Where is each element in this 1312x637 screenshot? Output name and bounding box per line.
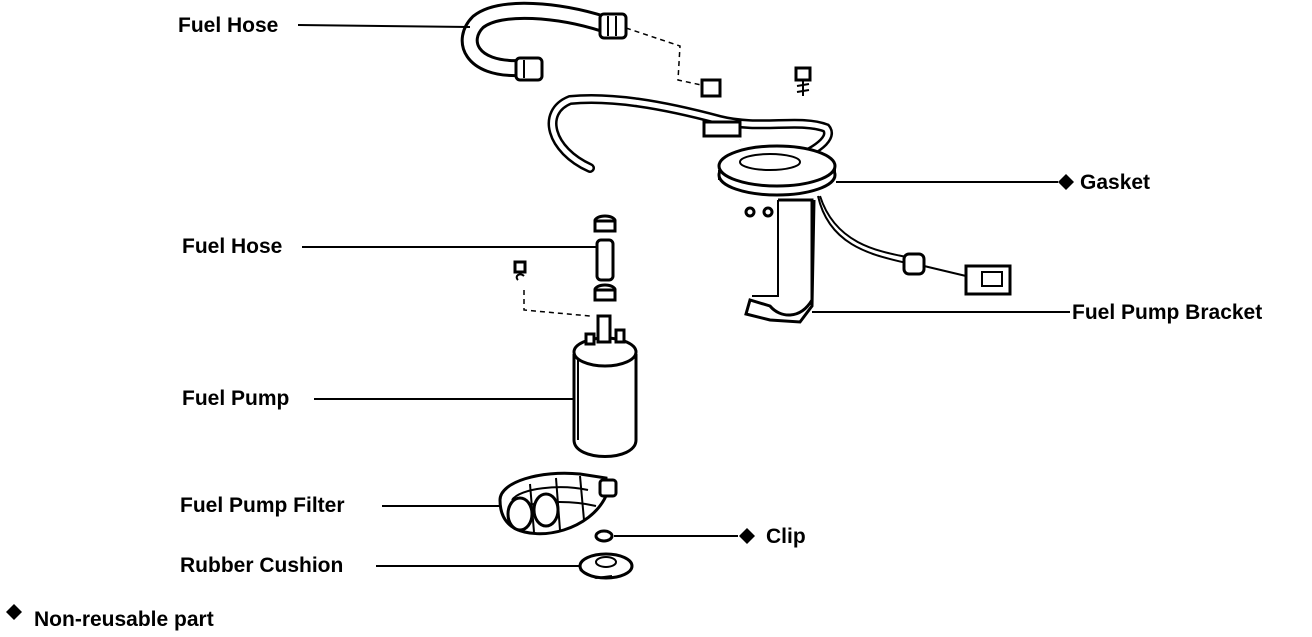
upper-fuel-hose-illustration (460, 1, 707, 87)
rubber-cushion-illustration (578, 552, 634, 580)
leader-lines (297, 24, 1070, 567)
label-fuel-hose-top: Fuel Hose (178, 14, 278, 37)
diamond-icon (6, 604, 22, 620)
label-fuel-pump-bracket: Fuel Pump Bracket (1072, 301, 1262, 324)
label-gasket: Gasket (1080, 171, 1150, 194)
legend: Non-reusable part (6, 604, 214, 631)
clip-illustration (594, 529, 614, 543)
label-fuel-pump-filter: Fuel Pump Filter (180, 494, 345, 517)
label-clip: Clip (766, 525, 806, 548)
legend-text: Non-reusable part (34, 608, 214, 631)
label-fuel-pump: Fuel Pump (182, 387, 289, 410)
fuel-pump-illustration (572, 314, 638, 458)
label-rubber-cushion: Rubber Cushion (180, 554, 343, 577)
lower-fuel-hose-illustration (513, 214, 617, 317)
fuel-pump-bracket-illustration (547, 78, 1012, 324)
label-fuel-hose-mid: Fuel Hose (182, 235, 282, 258)
fuel-pump-filter-illustration (498, 471, 618, 536)
bracket-bolt-illustration (794, 66, 812, 96)
diamond-icon (739, 528, 755, 544)
diamond-icon (1058, 174, 1074, 190)
leader-line-fuel-hose-top (297, 24, 471, 28)
